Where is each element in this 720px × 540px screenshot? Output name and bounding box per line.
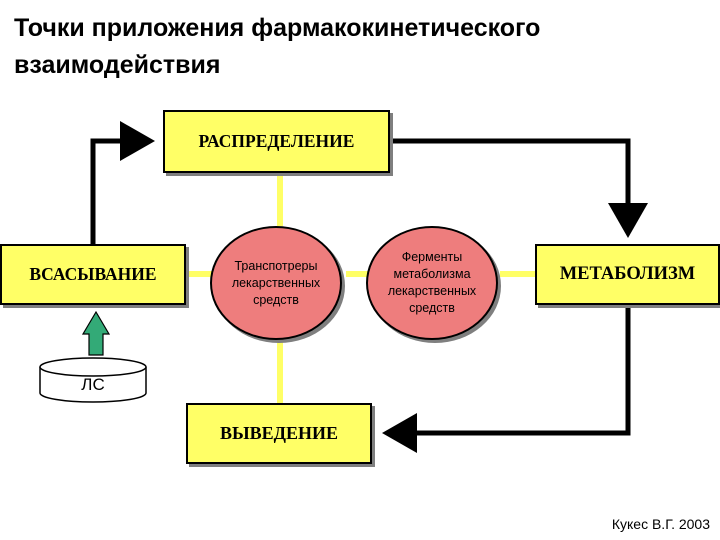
transporters-circle: Транспотреры лекарственных средств (210, 226, 342, 340)
enzymes-circle: Ферменты метаболизма лекарственных средс… (366, 226, 498, 340)
slide-title: Точки приложения фармакокинетического вз… (14, 14, 541, 79)
arrow-metabolism-to-excretion (382, 305, 631, 453)
absorption-label: ВСАСЫВАНИЕ (29, 264, 157, 284)
author-credit: Кукес В.Г. 2003 (611, 516, 710, 532)
absorption-box: ВСАСЫВАНИЕ (0, 244, 186, 305)
arrow-absorption-to-distribution (90, 121, 155, 245)
excretion-box: ВЫВЕДЕНИЕ (186, 403, 372, 464)
distribution-label: РАСПРЕДЕЛЕНИЕ (198, 131, 355, 151)
excretion-label: ВЫВЕДЕНИЕ (219, 423, 339, 443)
metabolism-box: МЕТАБОЛИЗМ (535, 244, 720, 305)
drug-label: ЛС (81, 375, 105, 394)
metabolism-label: МЕТАБОЛИЗМ (559, 264, 696, 284)
arrow-drug-to-absorption (81, 310, 111, 356)
arrow-distribution-to-metabolism (392, 138, 648, 238)
distribution-box: РАСПРЕДЕЛЕНИЕ (163, 110, 390, 173)
drug-cylinder (39, 357, 147, 403)
enzymes-label: Ферменты метаболизма лекарственных средс… (387, 250, 477, 315)
transporters-label: Транспотреры лекарственных средств (231, 258, 321, 307)
